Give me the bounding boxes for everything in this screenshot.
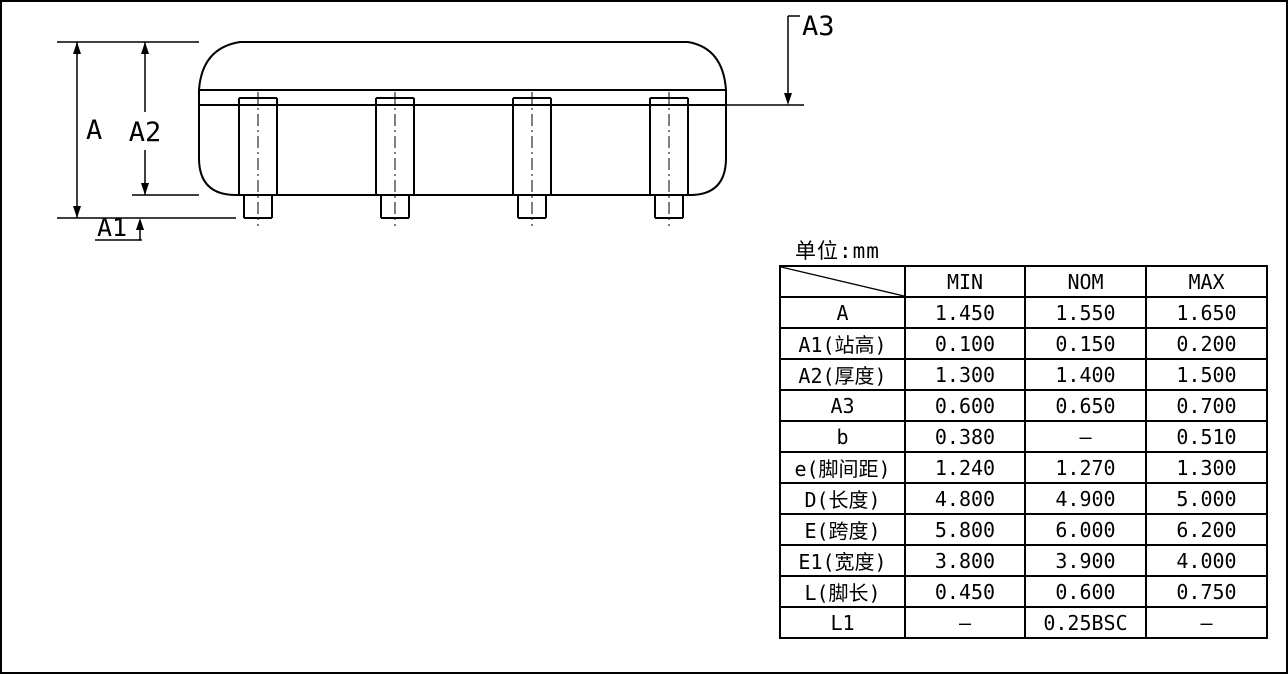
max-cell: 1.650 [1145, 296, 1268, 329]
max-cell: — [1145, 606, 1268, 639]
max-cell: 0.750 [1145, 575, 1268, 608]
min-cell: 1.240 [904, 451, 1026, 484]
table-row: L1 — 0.25BSC — [779, 606, 1268, 639]
max-cell: 4.000 [1145, 544, 1268, 577]
col-header-min: MIN [904, 265, 1026, 298]
min-cell: 0.600 [904, 389, 1026, 422]
min-cell: 3.800 [904, 544, 1026, 577]
min-cell: — [904, 606, 1026, 639]
body-lower-profile [198, 90, 727, 196]
param-cell: A1(站高) [779, 327, 906, 360]
corner-diagonal-line [782, 268, 903, 295]
arrow-a-down [73, 206, 81, 218]
arrow-a2-up [141, 42, 149, 54]
param-cell: E(跨度) [779, 513, 906, 546]
table-row: e(脚间距) 1.240 1.270 1.300 [779, 451, 1268, 484]
max-cell: 1.500 [1145, 358, 1268, 391]
max-cell: 5.000 [1145, 482, 1268, 515]
col-header-nom: NOM [1024, 265, 1147, 298]
table-corner-cell [779, 265, 906, 298]
min-cell: 0.450 [904, 575, 1026, 608]
table-row: D(长度) 4.800 4.900 5.000 [779, 482, 1268, 515]
leads [238, 92, 689, 226]
nom-cell: 0.150 [1024, 327, 1147, 360]
dim-label-a: A [86, 115, 102, 146]
nom-cell: 4.900 [1024, 482, 1147, 515]
param-cell: A [779, 296, 906, 329]
min-cell: 1.450 [904, 296, 1026, 329]
dimension-table: MIN NOM MAX A 1.450 1.550 1.650 A1(站高) 0… [779, 265, 1268, 639]
nom-cell: 3.900 [1024, 544, 1147, 577]
table-row: A2(厚度) 1.300 1.400 1.500 [779, 358, 1268, 391]
param-cell: A2(厚度) [779, 358, 906, 391]
lead [649, 92, 689, 226]
nom-cell: – [1024, 420, 1147, 453]
table-header-row: MIN NOM MAX [779, 265, 1268, 298]
package-body [198, 41, 727, 196]
min-cell: 1.300 [904, 358, 1026, 391]
nom-cell: 0.25BSC [1024, 606, 1147, 639]
dim-label-a2: A2 [129, 117, 162, 148]
nom-cell: 1.550 [1024, 296, 1147, 329]
body-top-profile [198, 41, 727, 91]
param-cell: L1 [779, 606, 906, 639]
table-row: b 0.380 – 0.510 [779, 420, 1268, 453]
lead [238, 92, 278, 226]
arrow-a3-down [784, 93, 792, 105]
unit-label: 单位:mm [795, 239, 880, 263]
min-cell: 4.800 [904, 482, 1026, 515]
param-cell: b [779, 420, 906, 453]
dim-label-a3: A3 [802, 11, 835, 42]
max-cell: 0.510 [1145, 420, 1268, 453]
package-outline-drawing: A A2 A1 A3 [57, 11, 835, 242]
min-cell: 0.100 [904, 327, 1026, 360]
param-cell: D(长度) [779, 482, 906, 515]
dimension-arrowheads [73, 42, 792, 230]
table-row: A 1.450 1.550 1.650 [779, 296, 1268, 329]
table-row: A3 0.600 0.650 0.700 [779, 389, 1268, 422]
nom-cell: 0.600 [1024, 575, 1147, 608]
min-cell: 0.380 [904, 420, 1026, 453]
param-cell: E1(宽度) [779, 544, 906, 577]
dim-label-a1: A1 [97, 213, 127, 242]
max-cell: 1.300 [1145, 451, 1268, 484]
lead [512, 92, 552, 226]
dimension-lines [57, 15, 804, 241]
param-cell: e(脚间距) [779, 451, 906, 484]
min-cell: 5.800 [904, 513, 1026, 546]
nom-cell: 1.400 [1024, 358, 1147, 391]
table-row: L(脚长) 0.450 0.600 0.750 [779, 575, 1268, 608]
table-row: E(跨度) 5.800 6.000 6.200 [779, 513, 1268, 546]
nom-cell: 0.650 [1024, 389, 1147, 422]
max-cell: 0.700 [1145, 389, 1268, 422]
max-cell: 0.200 [1145, 327, 1268, 360]
arrow-a-up [73, 42, 81, 54]
table-row: E1(宽度) 3.800 3.900 4.000 [779, 544, 1268, 577]
arrow-a1-up [136, 218, 144, 230]
col-header-max: MAX [1145, 265, 1268, 298]
nom-cell: 6.000 [1024, 513, 1147, 546]
dimension-labels: A A2 A1 A3 [86, 11, 835, 242]
table-row: A1(站高) 0.100 0.150 0.200 [779, 327, 1268, 360]
param-cell: L(脚长) [779, 575, 906, 608]
nom-cell: 1.270 [1024, 451, 1147, 484]
param-cell: A3 [779, 389, 906, 422]
lead [375, 92, 415, 226]
arrow-a2-down [141, 183, 149, 195]
max-cell: 6.200 [1145, 513, 1268, 546]
